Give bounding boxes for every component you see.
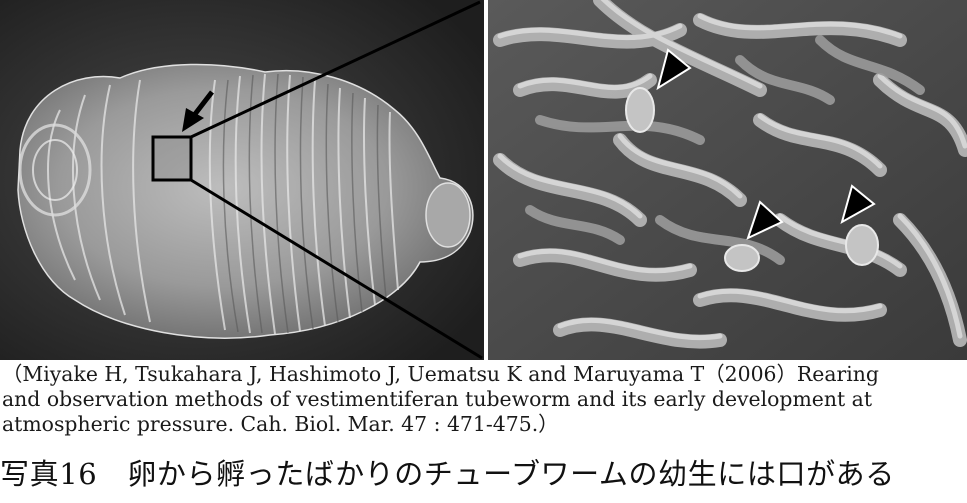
larva-body <box>17 63 474 339</box>
citation-line: （Miyake H, Tsukahara J, Hashimoto J, Uem… <box>2 362 879 386</box>
black-arrow-icon <box>182 90 214 132</box>
magnified-surface-sem-image <box>488 0 967 360</box>
arrowhead-icon <box>840 184 876 225</box>
photo-caption: 写真16 卵から孵ったばかりのチューブワームの幼生には口がある <box>0 452 967 496</box>
citation-line: and observation methods of vestimentifer… <box>2 387 873 411</box>
whole-larva-sem-image <box>0 0 485 360</box>
arrowhead-icon <box>746 200 784 240</box>
photo-number-label: 写真16 <box>0 457 98 491</box>
sem-figure <box>0 0 967 360</box>
arrowhead-icon <box>656 48 692 91</box>
photo-caption-text: 卵から孵ったばかりのチューブワームの幼生には口がある <box>127 457 895 491</box>
magnification-box <box>151 135 193 182</box>
citation-text: （Miyake H, Tsukahara J, Hashimoto J, Uem… <box>2 362 964 437</box>
citation-line: atmospheric pressure. Cah. Biol. Mar. 47… <box>2 412 559 436</box>
